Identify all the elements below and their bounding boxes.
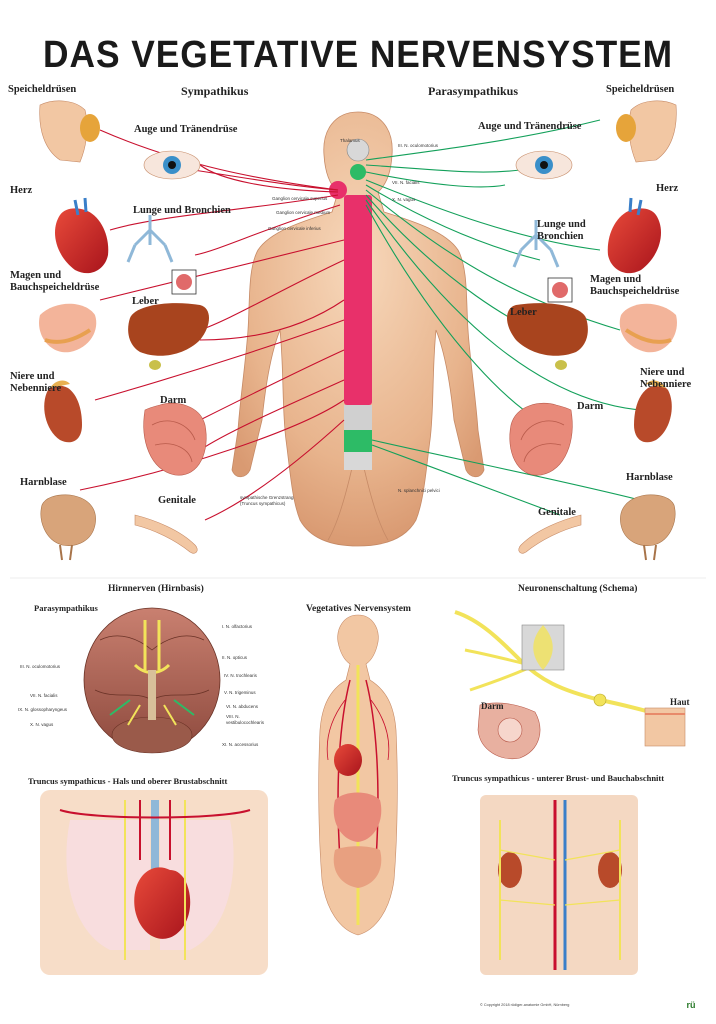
neuron-schema (454, 610, 686, 760)
label-left-speicheldruesen: Speicheldrüsen (8, 84, 77, 95)
label-left-herz: Herz (10, 185, 33, 196)
label-right-niere: Niere und Nebenniere (640, 367, 692, 390)
label-ggl-inf: Ganglion cervicale inferius (268, 226, 321, 231)
label-n-oculomotorius: III. N. oculomotorius (398, 143, 439, 148)
section-truncus-brust: Truncus sympathicus - unterer Brust- und… (452, 773, 665, 783)
footer-copyright: © Copyright 2018 rüdiger-anatomie GmbH, … (480, 1003, 570, 1007)
spinal-cord (329, 138, 372, 470)
brain-label-r3: V. N. trigeminus (224, 690, 256, 695)
section-vegetatives: Vegetatives Nervensystem (306, 604, 411, 614)
publisher-logo: rü (686, 1000, 696, 1010)
section-darm-schema: Darm (481, 701, 504, 711)
brain-label-r2: IV. N. trochlearis (224, 673, 257, 678)
section-haut: Haut (670, 697, 690, 707)
label-right-auge: Auge und Tränendrüse (478, 121, 582, 132)
brain-label-r4: VI. N. abducens (226, 704, 259, 709)
label-truncus: sympathische Grenzstrang (Truncus sympat… (240, 495, 294, 506)
section-neuronen: Neuronenschaltung (Schema) (518, 584, 638, 594)
label-n-facialis: VII. N. facialis (392, 180, 420, 185)
header-sympathikus: Sympathikus (181, 84, 249, 98)
label-left-magen: Magen und Bauchspeicheldrüse (10, 270, 100, 293)
sympathetic-nerves (79, 129, 345, 521)
section-hirn-parasympathikus: Parasympathikus (34, 603, 98, 613)
label-right-speicheldruesen: Speicheldrüsen (606, 84, 675, 95)
brain-illustration (83, 607, 221, 754)
header-parasympathikus: Parasympathikus (428, 84, 519, 98)
left-organ-illustrations (39, 100, 209, 561)
brain-label-r0: I. N. olfactorius (222, 624, 253, 629)
label-left-genitale: Genitale (158, 495, 196, 506)
label-right-magen: Magen und Bauchspeicheldrüse (590, 274, 680, 297)
truncus-brust-illustration (480, 795, 638, 975)
label-left-niere: Niere und Nebenniere (10, 371, 62, 394)
brain-label-l3: X. N. vagus (30, 722, 54, 727)
brain-label-l2: IX. N. glossopharyngeus (18, 707, 68, 712)
section-truncus-hals: Truncus sympathicus - Hals und oberer Br… (28, 776, 228, 786)
label-right-herz: Herz (656, 183, 679, 194)
brain-label-l1: VII. N. facialis (30, 693, 58, 698)
label-right-leber: Leber (510, 307, 537, 318)
brain-label-r6: XI. N. accessorius (222, 742, 259, 747)
label-thalamus: Thalamus (340, 138, 360, 143)
label-left-leber: Leber (132, 296, 159, 307)
brain-label-r5: VIII. N. vestibulocochlearis (226, 714, 265, 725)
label-left-harnblase: Harnblase (20, 477, 67, 488)
label-left-darm: Darm (160, 395, 187, 406)
right-organ-illustrations (507, 100, 677, 561)
label-left-lunge: Lunge und Bronchien (133, 205, 231, 216)
brain-label-l0: III. N. oculomotorius (20, 664, 61, 669)
label-ggl-med: Ganglion cervicale medium (276, 210, 331, 215)
label-n-vagus: X. N. vagus (392, 197, 416, 202)
label-right-harnblase: Harnblase (626, 472, 673, 483)
brain-label-r1: II. N. opticus (222, 655, 248, 660)
truncus-hals-illustration (40, 790, 268, 975)
label-left-auge: Auge und Tränendrüse (134, 124, 238, 135)
label-right-darm: Darm (577, 401, 604, 412)
label-right-genitale: Genitale (538, 507, 576, 518)
label-ggl-sup: Ganglion cervicale superius (272, 196, 328, 201)
section-hirnnerven: Hirnnerven (Hirnbasis) (108, 584, 204, 594)
label-n-splanchnici: N. splanchnici pelvici (398, 488, 440, 493)
poster-title: DAS VEGETATIVE NERVENSYSTEM (43, 34, 673, 76)
label-right-lunge: Lunge und Bronchien (537, 219, 586, 242)
vegetative-figure (318, 614, 398, 936)
